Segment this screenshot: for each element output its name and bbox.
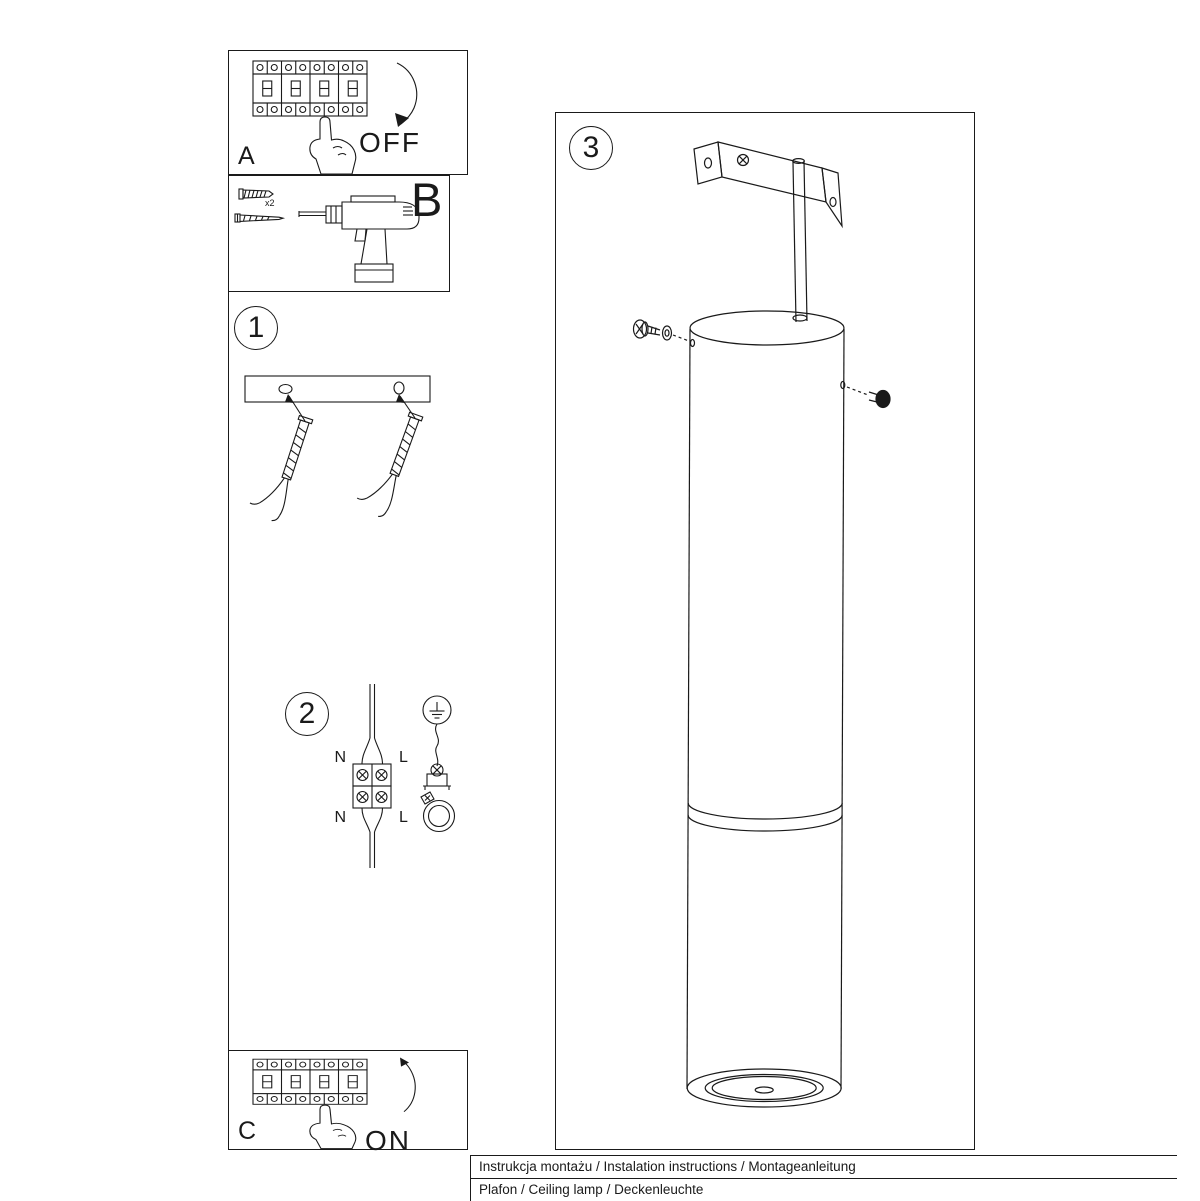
step-2-number: 2 (285, 692, 329, 736)
anchor-right-icon (356, 394, 424, 517)
step-3-panel: 3 (555, 112, 975, 1150)
panel-a-label: A (238, 142, 255, 170)
wire-label-l-top: L (399, 749, 408, 766)
wire-label-l-bottom: L (399, 809, 408, 826)
cable-icon (361, 684, 384, 868)
step-3-number: 3 (569, 126, 613, 170)
circuit-breaker-icon (252, 1058, 368, 1105)
mounting-plate-icon (244, 375, 431, 403)
wiring-illustration: N L N L (334, 684, 456, 868)
arrow-up-icon (400, 1057, 416, 1112)
breaker-on-illustration (252, 1057, 416, 1149)
wire-label-n-bottom: N (334, 809, 346, 826)
anchor-left-icon (249, 394, 314, 522)
lamp-cylinder-icon (686, 310, 845, 1108)
step-1-area: 1 (228, 300, 488, 565)
suspension-rod-icon (792, 157, 808, 323)
side-screw-left-icon (632, 319, 696, 348)
circuit-breaker-icon (252, 60, 368, 117)
side-screw-right-icon (840, 380, 891, 409)
on-label: ON (365, 1125, 411, 1156)
drill-icon (298, 195, 420, 283)
ceiling-bracket-icon (693, 141, 843, 229)
breaker-off-illustration (252, 60, 418, 174)
terminal-block-icon (352, 763, 392, 809)
step-1-number: 1 (234, 306, 278, 350)
off-label: OFF (359, 127, 421, 158)
cable-clamp-icon (420, 791, 456, 833)
panel-c-label: C (238, 1117, 257, 1145)
ground-symbol-icon (422, 695, 452, 725)
anchors-illustration (244, 375, 431, 522)
lamp-illustration (632, 141, 891, 1108)
ground-terminal-icon (423, 723, 451, 790)
footer-line-1: Instrukcja montażu / Instalation instruc… (471, 1156, 1177, 1179)
plug-quantity-label: x2 (265, 198, 275, 208)
arrow-down-icon (395, 62, 418, 127)
screw-icon (234, 213, 286, 223)
footer: Instrukcja montażu / Instalation instruc… (470, 1155, 1177, 1201)
step-2-area: 2 (280, 680, 490, 872)
panel-b-label: B (411, 173, 443, 226)
footer-line-2: Plafon / Ceiling lamp / Deckenleuchte (479, 1182, 704, 1197)
hand-icon (309, 1104, 357, 1149)
sheet-left-rule (228, 292, 229, 1050)
panel-c-switch-on: ON C (228, 1050, 468, 1156)
panel-b-tools: x2 B (228, 175, 450, 292)
wire-label-n-top: N (334, 749, 346, 766)
wall-plug-icon (238, 188, 274, 200)
panel-a-switch-off: OFF A (228, 50, 468, 175)
hand-icon (309, 116, 357, 174)
tools-illustration (234, 188, 420, 283)
